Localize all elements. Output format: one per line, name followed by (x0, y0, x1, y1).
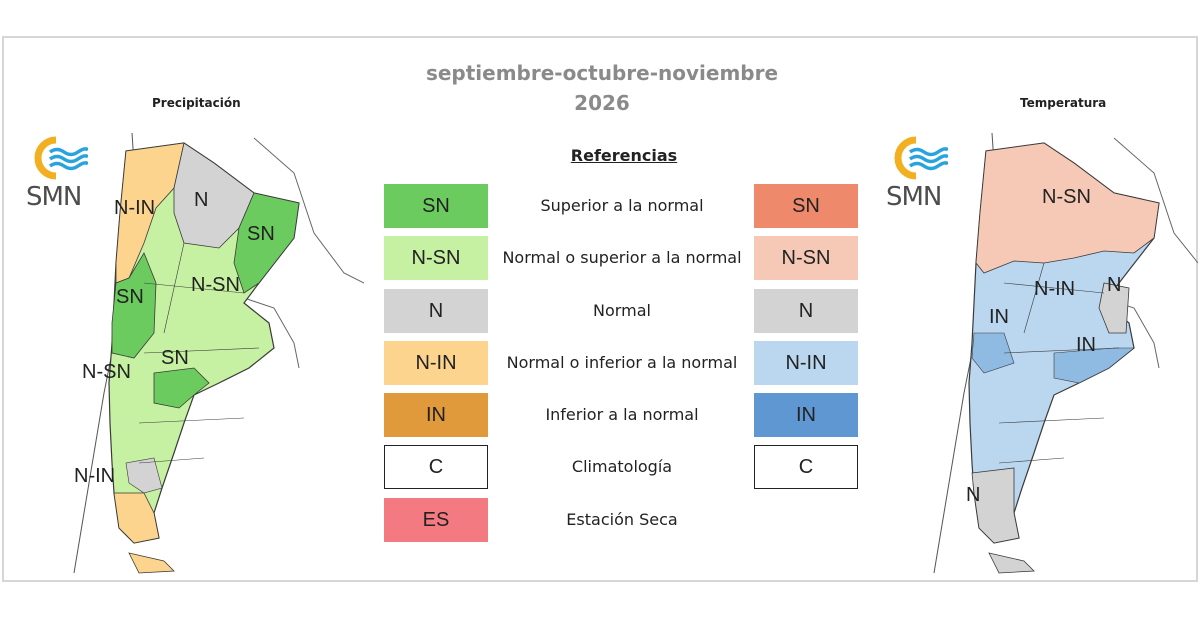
legend-precip-es: ES (384, 498, 488, 542)
legend-precip-in: IN (384, 393, 488, 437)
smn-logo-text: SMN (26, 182, 82, 212)
neighbor-border-right (1113, 137, 1198, 264)
neighbor-border (253, 137, 364, 284)
temp-region-n-east (1098, 282, 1130, 334)
temp-label-2: N-IN (1034, 278, 1076, 300)
temp-label-3: N (1107, 274, 1122, 296)
legend-desc-sn: Superior a la normal (540, 196, 704, 215)
temp-label-1: N-SN (1042, 186, 1091, 208)
legend-precip-sn: SN (384, 184, 488, 228)
legend-desc-in: Inferior a la normal (545, 405, 699, 424)
legend-temp-n: N (754, 289, 858, 333)
precip-region-sn-ne (233, 192, 300, 294)
precip-label-3: SN (247, 223, 275, 245)
temperature-map (933, 133, 1198, 574)
precip-label-7: SN (161, 347, 189, 369)
precip-region-n-south (125, 457, 163, 494)
legend-precip-n: N (384, 289, 488, 333)
precip-region-tierra-del-fuego (128, 552, 175, 574)
precip-label-4: SN (116, 286, 144, 308)
legend-temp-sn: SN (754, 184, 858, 228)
precip-label-6: N-SN (82, 361, 131, 383)
precip-region-n-in-south (113, 492, 160, 544)
temp-label-5: IN (1076, 334, 1096, 356)
legend-temp-c: C (754, 445, 858, 489)
precip-region-sn-west (111, 252, 157, 359)
precip-region-n (173, 142, 255, 249)
temp-region-n-sn (975, 142, 1160, 274)
precip-label-8: N-IN (74, 465, 116, 487)
precipitation-map-title: Precipitación (152, 96, 241, 110)
precip-label-2: N (194, 189, 209, 211)
legend-precip-c: C (384, 445, 488, 489)
title-period: septiembre-octubre-noviembre (425, 61, 779, 85)
title-year: 2026 (574, 91, 630, 115)
temp-label-4: IN (989, 306, 1009, 328)
precipitation-map (73, 133, 364, 574)
temp-region-tierra-del-fuego (988, 552, 1035, 574)
smn-logo-icon-right (894, 136, 950, 180)
smn-logo-icon (34, 136, 90, 180)
temp-region-in-west (971, 332, 1015, 374)
legend-title: Referencias (570, 146, 678, 165)
legend-temp-in: IN (754, 393, 858, 437)
forecast-panel: septiembre-octubre-noviembre 2026 Precip… (2, 36, 1198, 582)
precip-label-5: N-SN (191, 274, 240, 296)
legend-desc-c: Climatología (571, 457, 673, 476)
temp-region-n-south (971, 467, 1020, 544)
smn-logo-text-right: SMN (886, 182, 942, 212)
province-borders (138, 242, 260, 464)
precip-label-1: N-IN (114, 197, 156, 219)
uruguay-outline (243, 297, 300, 369)
page-title: septiembre-octubre-noviembre 2026 (4, 58, 1200, 118)
legend-desc-n: Normal (593, 301, 651, 320)
legend-temp-n-in: N-IN (754, 341, 858, 385)
legend-desc-es: Estación Seca (566, 510, 678, 529)
legend-desc-n-in: Normal o inferior a la normal (506, 353, 738, 372)
smn-logo: SMN (26, 134, 106, 214)
province-borders-right (998, 262, 1120, 464)
temperature-map-title: Temperatura (1020, 96, 1107, 110)
smn-logo-right: SMN (886, 134, 966, 214)
temp-label-6: N (966, 484, 981, 506)
legend-precip-n-sn: N-SN (384, 236, 488, 280)
legend-desc-n-sn: Normal o superior a la normal (502, 248, 742, 267)
legend-temp-n-sn: N-SN (754, 236, 858, 280)
precip-region-sn-central (153, 367, 210, 409)
legend-precip-n-in: N-IN (384, 341, 488, 385)
